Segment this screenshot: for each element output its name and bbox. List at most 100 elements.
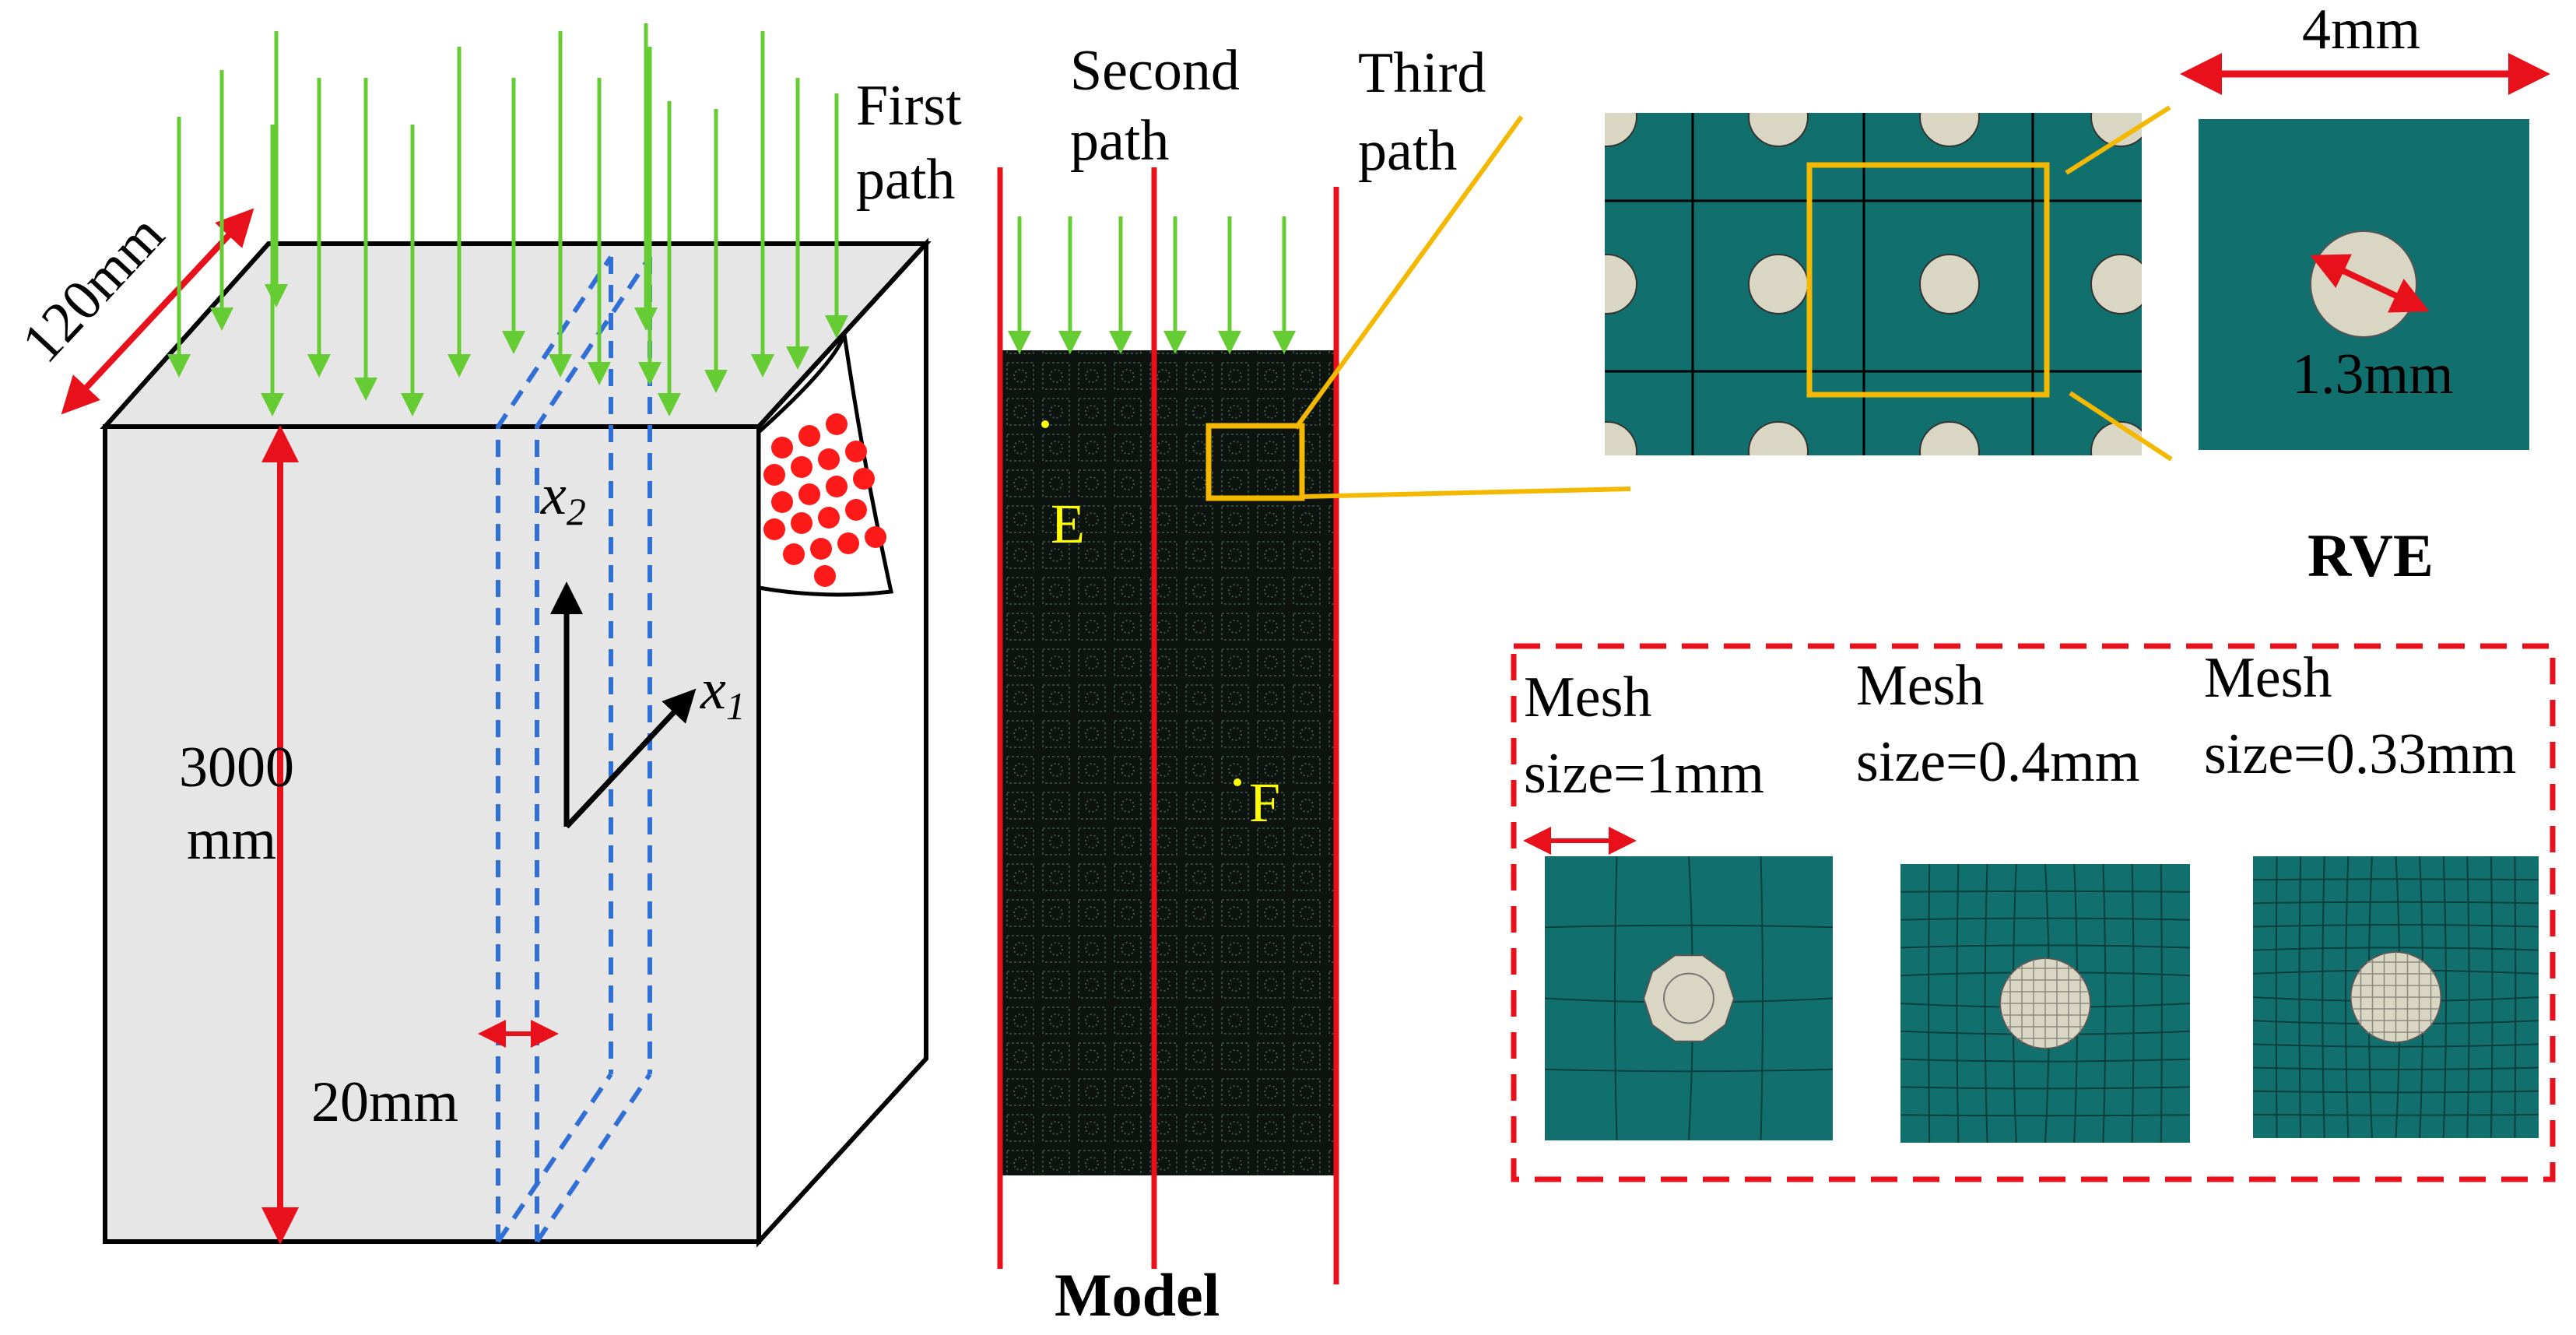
- fiber-dot: [818, 448, 840, 470]
- fiber-dot: [818, 507, 840, 529]
- mesh-line: [2252, 878, 2539, 881]
- axis-x1-arrow: [564, 688, 697, 829]
- third-path-label-line2: path: [1358, 119, 1457, 183]
- depth-label: 120mm: [9, 202, 176, 374]
- height-label-line1: 3000: [179, 736, 294, 799]
- mesh-line: [2442, 855, 2447, 1139]
- mesh-line: [1900, 1086, 2191, 1090]
- model-mesh: [1000, 350, 1339, 1175]
- mesh-2-title-line2: size=0.4mm: [1856, 730, 2139, 794]
- fe-model: E F Second path Third path Model: [997, 39, 1486, 1329]
- micro-cell-matrix: [1605, 113, 2142, 455]
- mesh-fiber-inner: [1663, 972, 1714, 1024]
- mesh-fiber: [1642, 954, 1735, 1042]
- mesh-line: [1614, 855, 1618, 1141]
- fiber-dot: [837, 532, 859, 554]
- mesh-1-title-line2: size=1mm: [1524, 742, 1764, 806]
- mesh-comparison: Mesh size=1mm Mesh size=0.4mm Mesh size=…: [1511, 643, 2556, 1182]
- fiber-dot: [845, 441, 867, 462]
- mesh-line: [2252, 947, 2539, 951]
- fiber-dot: [798, 483, 820, 505]
- mesh-2-panel: [1900, 863, 2191, 1144]
- mesh-line: [2102, 863, 2107, 1144]
- load-arrows: [167, 23, 848, 416]
- micro-fiber: [1919, 254, 1980, 314]
- rve-width-label: 4mm: [2302, 0, 2420, 61]
- fiber-dots: [763, 413, 886, 587]
- fiber-diameter-arrow: [2310, 254, 2430, 313]
- plane-bottom-right: [535, 1073, 652, 1243]
- fiber-dot: [826, 413, 848, 435]
- mesh-1-panel: [1544, 855, 1834, 1141]
- mesh-3-title-line2: size=0.33mm: [2204, 722, 2516, 786]
- axis-x1-label: x1: [700, 658, 746, 728]
- fiber-dot: [810, 538, 832, 560]
- fiber-dot: [865, 526, 886, 548]
- mesh-1-title-line1: Mesh: [1524, 666, 1651, 729]
- micro-fiber: [1605, 254, 1637, 314]
- micro-structure: 4mm 1.3mm RVE: [1605, 0, 2550, 589]
- second-path-label-line2: path: [1070, 109, 1169, 173]
- rve-fiber: [2310, 230, 2417, 338]
- rve-caption: RVE: [2308, 522, 2434, 589]
- mesh-line: [2345, 855, 2350, 1139]
- micro-fiber: [1605, 113, 1637, 147]
- rve-connector-top: [2065, 105, 2171, 175]
- mesh-line: [2252, 901, 2539, 905]
- micro-fiber: [2090, 113, 2142, 147]
- axis-x2-label: x2: [540, 463, 586, 533]
- mesh-line: [1984, 863, 1988, 1144]
- path-plane: [496, 255, 652, 1243]
- mesh-line: [2252, 924, 2539, 928]
- thickness-label: 20mm: [311, 1070, 458, 1134]
- second-path-label-line1: Second: [1070, 39, 1240, 103]
- point-f-label: F: [1249, 771, 1280, 834]
- micro-fiber: [1605, 421, 1637, 455]
- micro-fibers: [1605, 113, 2142, 455]
- mesh-line: [2160, 863, 2163, 1144]
- micro-fiber: [1919, 421, 1980, 455]
- rve-selection-frame: [1806, 162, 2050, 398]
- mesh-line: [2298, 855, 2302, 1139]
- fiber-dot: [791, 512, 812, 534]
- mesh-2-title-line1: Mesh: [1856, 654, 1984, 718]
- mesh-dashed-frame: [1511, 643, 2556, 1182]
- micro-fiber: [2090, 254, 2142, 314]
- depth-dimension-arrow: [61, 208, 254, 415]
- mesh-line: [1900, 1058, 2191, 1063]
- micro-fiber: [1748, 254, 1809, 314]
- point-f-marker: [1234, 778, 1241, 786]
- zoom-region: [1206, 423, 1305, 501]
- fiber-diameter-label: 1.3mm: [2292, 343, 2454, 406]
- specimen-block: 120mm 3000 mm 20mm x2 x1 First path: [9, 23, 962, 1248]
- height-label-line2: mm: [187, 808, 276, 872]
- fiber-dot: [771, 491, 793, 513]
- fiber-grid: [1605, 113, 2142, 455]
- micro-fiber: [1748, 113, 1809, 147]
- mesh-line: [2252, 1090, 2539, 1094]
- mesh-line: [1900, 890, 2191, 893]
- rve-connector-bottom: [2069, 391, 2173, 462]
- point-e-label: E: [1051, 493, 1085, 555]
- fiber-dot: [791, 456, 812, 478]
- plane-bottom-left: [496, 1073, 613, 1243]
- micro-grid-lines: [1605, 113, 2142, 455]
- first-path-label-line2: path: [856, 148, 955, 212]
- fiber-dot: [845, 499, 867, 521]
- model-caption: Model: [1055, 1261, 1220, 1329]
- mesh-line: [1544, 1068, 1834, 1073]
- mesh-line: [1900, 944, 2191, 949]
- fiber-dot: [798, 425, 820, 447]
- point-e-marker: [1041, 420, 1049, 428]
- first-path-label-line1: First: [856, 74, 962, 138]
- zoom-connector-top: [1293, 115, 1524, 430]
- third-path-label-line1: Third: [1358, 41, 1486, 105]
- fiber-dot: [771, 437, 793, 458]
- fiber-dot: [853, 468, 875, 490]
- mesh-3-title-line1: Mesh: [2204, 646, 2332, 710]
- fiber-dot: [826, 476, 848, 497]
- plane-front-left: [496, 255, 613, 1242]
- fiber-dot: [814, 565, 836, 587]
- mesh-line: [1956, 863, 1960, 1144]
